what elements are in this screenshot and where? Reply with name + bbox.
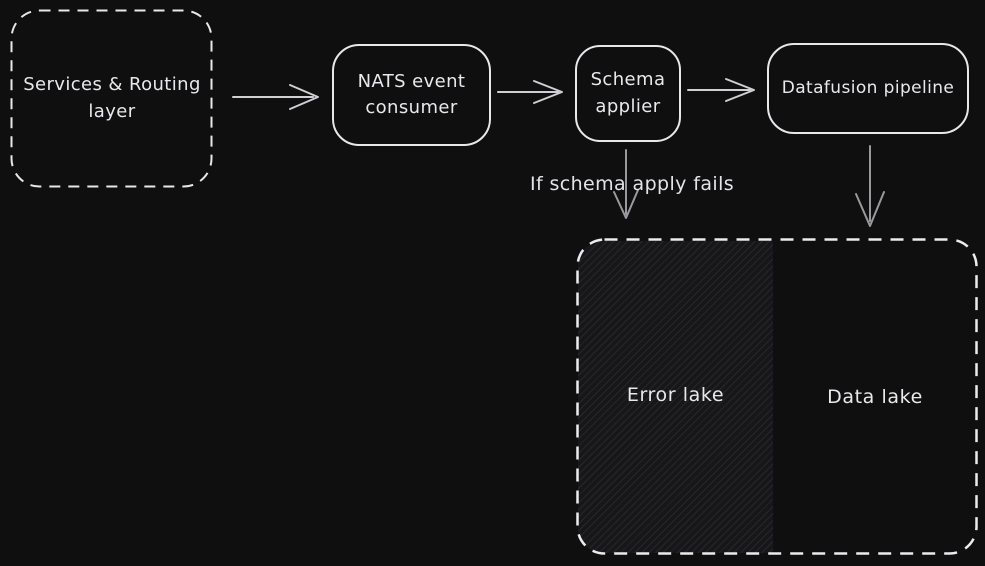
nats-event-consumer-box: [332, 44, 491, 146]
arrow-schema-to-datafusion: [687, 78, 755, 102]
arrow-datafusion-to-data-lake: [855, 145, 885, 227]
schema-applier-box: [575, 45, 681, 142]
arrow-schema-to-error-lake: [613, 149, 639, 219]
error-lake-hatch-fill: [578, 241, 773, 553]
lake-container-box: [576, 238, 978, 555]
arrow-nats-to-schema: [497, 80, 563, 104]
datafusion-pipeline-box: [767, 43, 969, 134]
arrow-services-to-nats: [232, 84, 319, 110]
services-routing-layer-box: [10, 9, 213, 188]
